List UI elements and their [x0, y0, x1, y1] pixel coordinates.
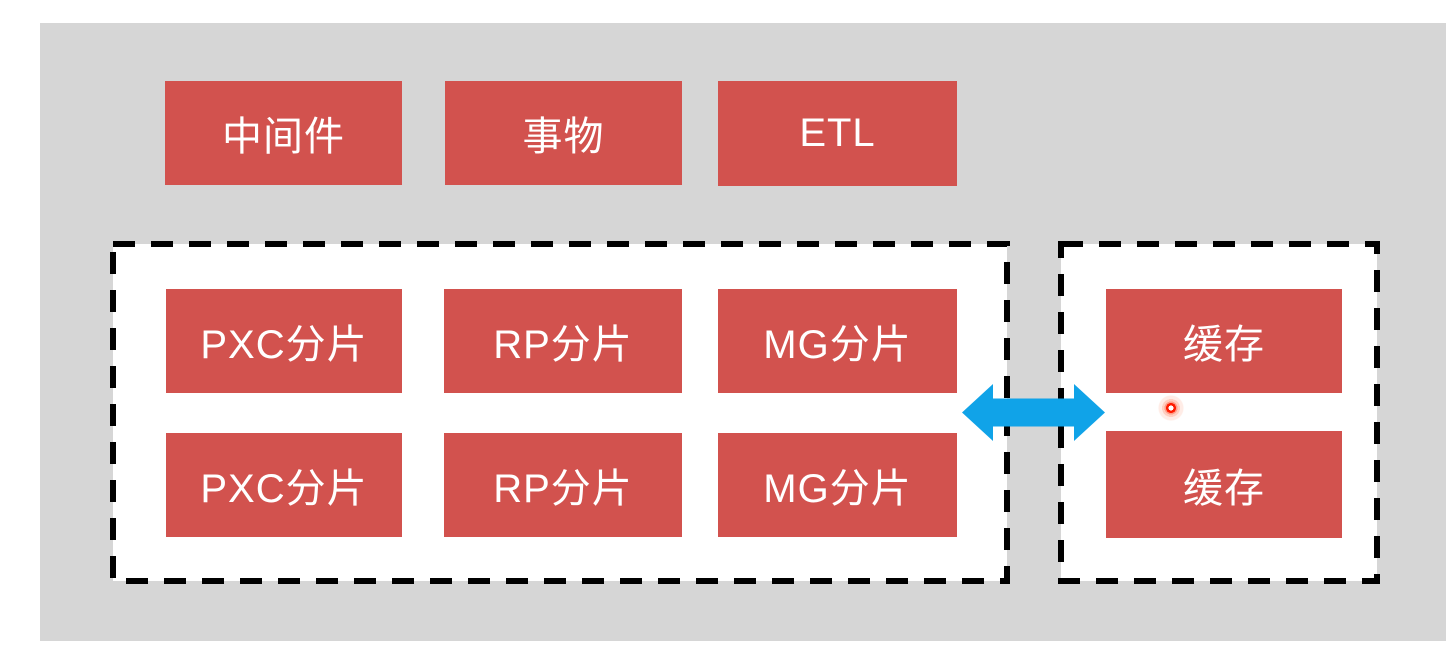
node-middleware-label: 中间件 — [222, 115, 345, 159]
node-etl: ETL — [718, 81, 957, 186]
node-middleware: 中间件 — [165, 81, 402, 185]
node-pxc-shard-1-label: PXC分片 — [200, 323, 368, 367]
left-right-arrow-icon — [962, 384, 1105, 441]
node-mg-shard-2-label: MG分片 — [763, 467, 912, 511]
node-rp-shard-1-label: RP分片 — [493, 323, 633, 367]
node-mg-shard-1-label: MG分片 — [763, 323, 912, 367]
cache-cluster-group: 缓存 缓存 — [1058, 241, 1380, 584]
node-rp-shard-1: RP分片 — [444, 289, 682, 393]
node-cache-1-label: 缓存 — [1183, 323, 1265, 367]
node-cache-2: 缓存 — [1106, 431, 1342, 538]
node-rp-shard-2: RP分片 — [444, 433, 682, 537]
node-pxc-shard-2: PXC分片 — [166, 433, 402, 537]
node-transaction-label: 事物 — [522, 115, 605, 159]
node-mg-shard-2: MG分片 — [718, 433, 957, 537]
node-cache-2-label: 缓存 — [1183, 466, 1265, 511]
node-pxc-shard-1: PXC分片 — [166, 289, 402, 393]
node-rp-shard-2-label: RP分片 — [493, 467, 633, 511]
node-pxc-shard-2-label: PXC分片 — [200, 467, 368, 511]
node-cache-1: 缓存 — [1106, 289, 1342, 393]
node-etl-label: ETL — [799, 111, 876, 155]
shard-cluster-group: PXC分片 RP分片 MG分片 PXC分片 RP分片 MG分片 — [110, 241, 1010, 584]
node-transaction: 事物 — [445, 81, 682, 185]
node-mg-shard-1: MG分片 — [718, 289, 957, 393]
